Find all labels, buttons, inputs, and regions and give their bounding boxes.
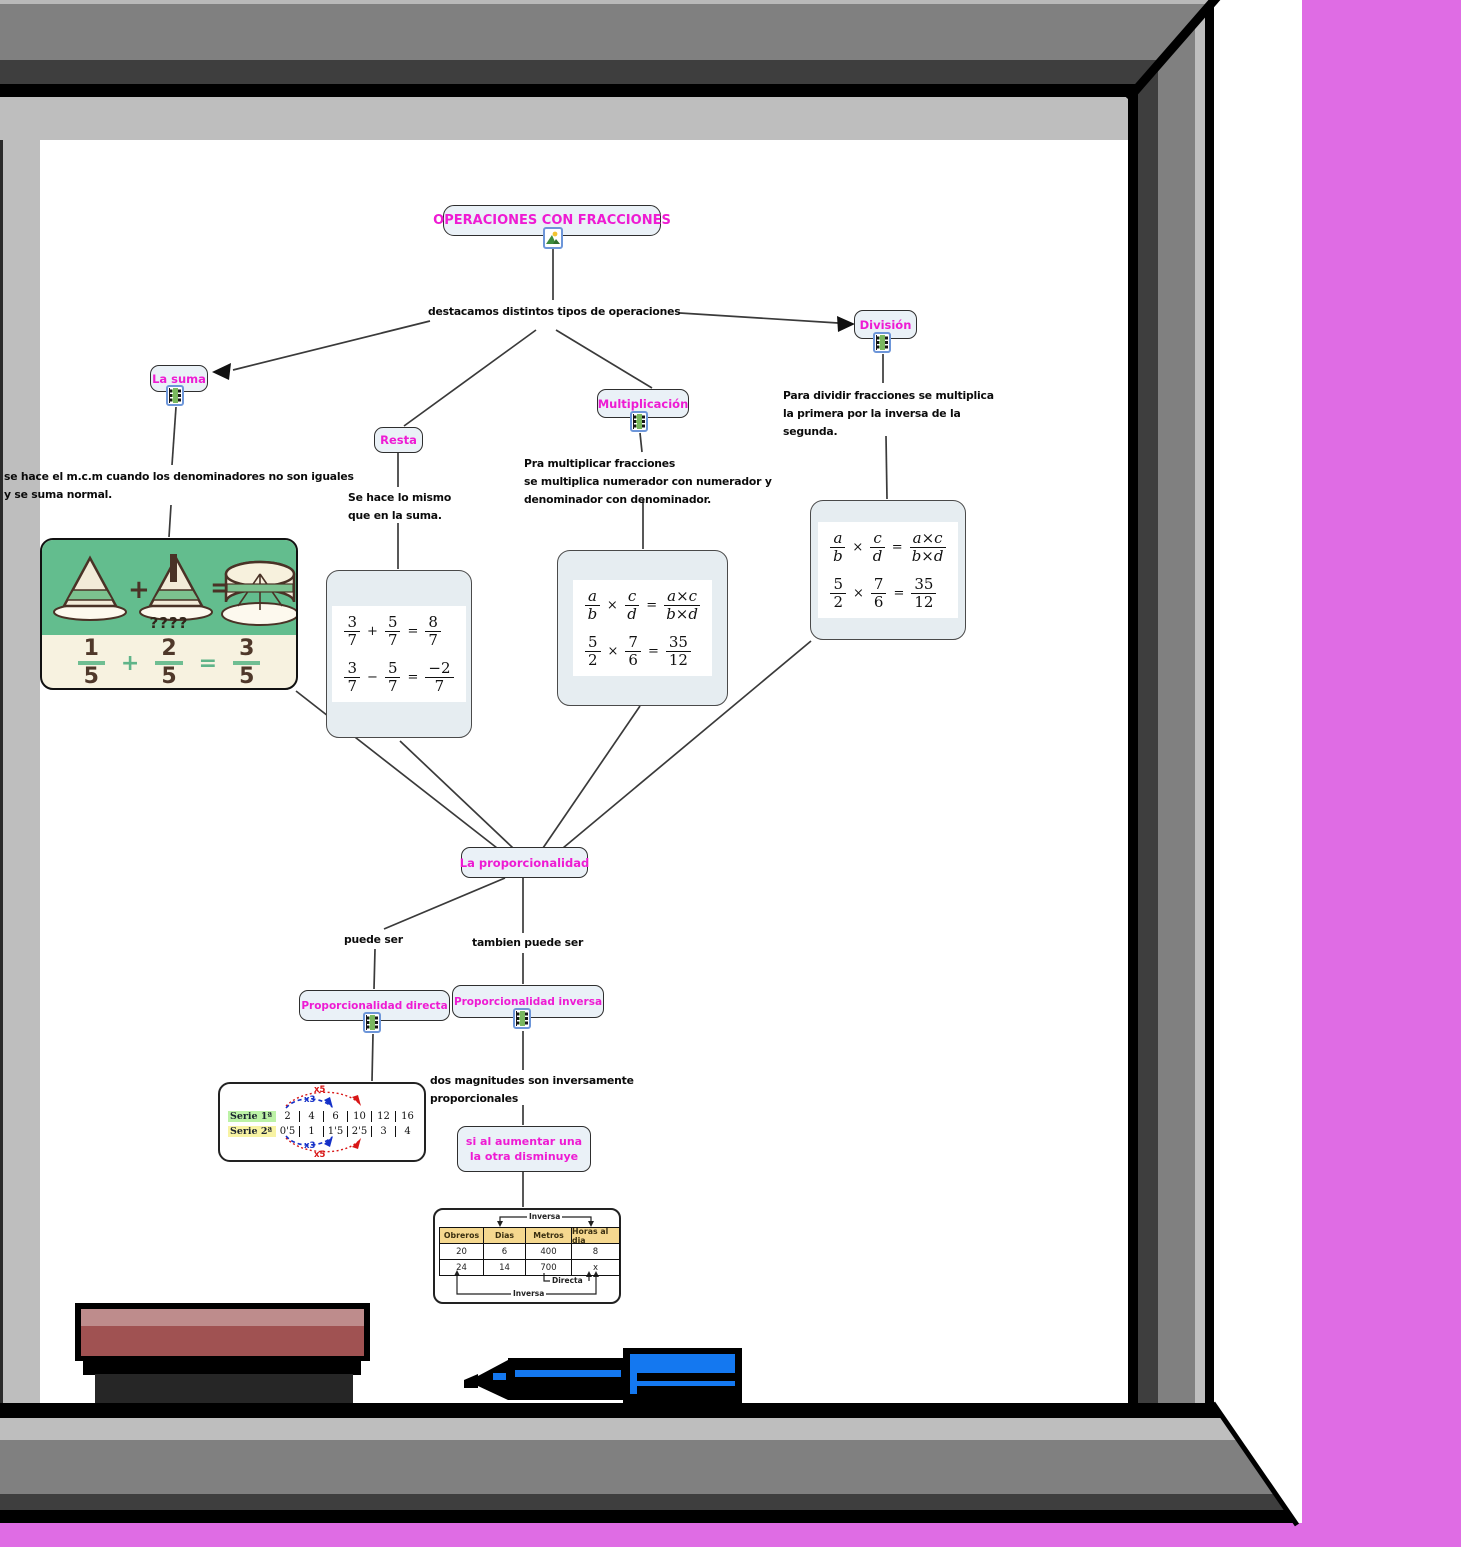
node-inversa-label: Proporcionalidad inversa xyxy=(453,995,603,1008)
film-icon-suma[interactable] xyxy=(166,385,184,406)
film-icon-directa[interactable] xyxy=(363,1012,381,1033)
arrowhead-to-suma xyxy=(212,363,231,380)
cake-art: + = xyxy=(53,554,296,626)
eraser-highlight xyxy=(81,1309,364,1326)
node-title-label: OPERACIONES CON FRACCIONES xyxy=(433,213,671,228)
node-aumentar-line1: si al aumentar una xyxy=(465,1134,583,1148)
series-x3-bottom-label: x3 xyxy=(304,1141,316,1151)
eraser-felt xyxy=(81,1309,364,1356)
arrowhead-to-division xyxy=(837,316,855,332)
note-dos-magnitudes: dos magnitudes son inversamente proporci… xyxy=(430,1074,634,1105)
film-strip xyxy=(366,1015,378,1030)
note-multiplicacion: Pra multiplicar fracciones se multiplica… xyxy=(524,457,772,506)
board-eraser xyxy=(75,1303,370,1361)
series-row2-label: Serie 2ª xyxy=(228,1126,276,1137)
eraser-base xyxy=(83,1358,361,1375)
node-division-label: División xyxy=(859,317,912,332)
film-strip xyxy=(633,414,645,429)
series-arrows xyxy=(285,1091,361,1153)
board-surface xyxy=(40,140,1128,1403)
node-si-al-aumentar[interactable]: si al aumentar una la otra disminuye xyxy=(457,1126,591,1172)
series-x5-top-label: x5 xyxy=(314,1085,326,1095)
cake-illustration: + = xyxy=(42,540,296,635)
bracket-label-inversa-top: Inversa xyxy=(527,1212,563,1221)
picture-icon[interactable] xyxy=(543,227,563,249)
node-directa-label: Proporcionalidad directa xyxy=(301,999,448,1012)
bracket-label-inversa-bottom: Inversa xyxy=(511,1289,547,1298)
note-suma: se hace el m.c.m cuando los denominadore… xyxy=(4,470,354,501)
eraser-shadow xyxy=(95,1374,353,1403)
film-strip xyxy=(876,335,888,350)
wall-bottom xyxy=(0,1523,1461,1547)
node-proporcionalidad-label: La proporcionalidad xyxy=(459,855,590,870)
svg-text:+: + xyxy=(128,575,150,605)
series-x5-bottom-label: x5 xyxy=(314,1150,326,1160)
node-resta-label: Resta xyxy=(380,433,417,447)
film-strip xyxy=(169,388,181,403)
node-multiplicacion-label: Multiplicación xyxy=(597,396,689,411)
film-strip xyxy=(516,1011,528,1026)
film-icon-division[interactable] xyxy=(873,332,891,353)
node-la-suma-label: La suma xyxy=(152,371,206,386)
series-row1-label: Serie 1ª xyxy=(228,1111,276,1122)
picture-icon-art xyxy=(546,230,560,246)
node-aumentar-line2: la otra disminuye xyxy=(469,1150,579,1163)
node-la-proporcionalidad[interactable]: La proporcionalidad xyxy=(459,847,590,878)
note-division: Para dividir fracciones se multiplica la… xyxy=(783,389,994,438)
film-icon-multiplicacion[interactable] xyxy=(630,411,648,432)
series-x3-top-label: x3 xyxy=(304,1095,316,1105)
linking-phrase-tambien: tambien puede ser xyxy=(472,936,584,949)
wall-right xyxy=(1302,0,1461,1547)
linking-phrase-puede-ser: puede ser xyxy=(344,933,403,946)
note-resta: Se hace lo mismo que en la suma. xyxy=(348,491,452,522)
film-icon-inversa[interactable] xyxy=(513,1008,531,1029)
node-resta[interactable]: Resta xyxy=(374,427,423,453)
node-la-suma[interactable]: La suma xyxy=(150,365,208,392)
cake-question-marks: ???? xyxy=(149,614,189,632)
marker-pen xyxy=(464,1348,742,1403)
linking-phrase-destacamos: destacamos distintos tipos de operacione… xyxy=(428,305,681,318)
bracket-label-directa: Directa xyxy=(550,1276,585,1285)
